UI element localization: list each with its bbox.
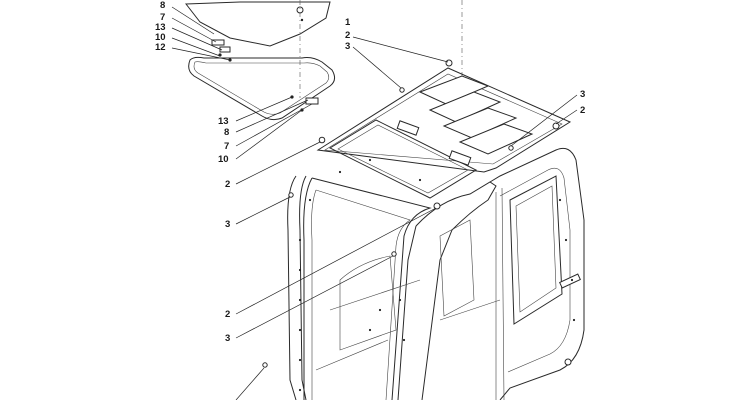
cab-hardware <box>262 59 560 368</box>
roof-panels <box>418 75 534 155</box>
callout-3-left: 3 <box>225 219 230 230</box>
callout-13-mid: 13 <box>218 116 229 127</box>
callout-8-mid: 8 <box>224 127 229 138</box>
cab-roof-outline <box>316 67 572 173</box>
washer-front-left <box>288 192 294 198</box>
callout-3-right: 3 <box>580 89 585 100</box>
washer-lower-left <box>262 362 268 368</box>
skylight-latch-a <box>396 120 420 136</box>
callout-10-top: 10 <box>155 32 166 43</box>
cab-roof-inner <box>324 73 563 165</box>
cab-frame <box>287 67 585 400</box>
cab-front-left-pillar <box>287 175 307 400</box>
callout-7-mid: 7 <box>224 141 229 152</box>
hatch-glass-panel <box>185 1 331 47</box>
callout-1: 1 <box>345 17 351 28</box>
roof-hatch-assembly <box>185 1 336 121</box>
callout-13-top: 13 <box>155 22 166 33</box>
bolt-front-left <box>318 136 326 144</box>
callout-10-mid: 10 <box>218 154 229 165</box>
callout-labels: 8 7 13 10 12 1 2 3 13 8 7 10 2 3 2 3 3 2 <box>155 0 585 344</box>
bolt-a-pillar <box>433 202 441 210</box>
callout-3-upper: 3 <box>345 41 350 52</box>
callout-8-top: 8 <box>160 0 165 11</box>
cab-interior-rear-wall <box>439 219 475 317</box>
cab-front-window-frame <box>303 177 432 400</box>
washer-roof-top <box>399 87 405 93</box>
cab-door-seal <box>495 187 505 400</box>
callout-2-right: 2 <box>580 105 585 116</box>
door-lock <box>564 358 572 366</box>
callout-12-top: 12 <box>155 42 166 53</box>
cab-skylight-inner <box>337 124 469 194</box>
callout-2-upper: 2 <box>345 30 350 41</box>
callout-7-top: 7 <box>160 12 165 23</box>
hatch-bracket-c <box>305 97 319 105</box>
bolt-rear-right <box>552 122 560 130</box>
cab-door-frame <box>489 147 585 400</box>
hatch-screw-a <box>218 53 222 57</box>
cab-a-pillar <box>397 181 497 400</box>
hatch-bracket-a <box>211 39 225 46</box>
skylight-latch-b <box>448 150 472 166</box>
leader-lines <box>171 6 578 400</box>
cab-front-window-inner <box>311 189 411 400</box>
washer-rear-right <box>508 145 514 151</box>
hatch-frame-inner <box>193 61 330 115</box>
cab-interior-panel <box>339 255 397 351</box>
cab-rivets <box>298 158 576 392</box>
bolt-roof-top <box>445 59 453 67</box>
cab-side-window-inner <box>515 185 557 313</box>
callout-3-lower: 3 <box>225 333 230 344</box>
washer-a-pillar <box>391 251 397 257</box>
hatch-hinge-pin <box>300 18 304 22</box>
hatch-frame <box>188 56 336 121</box>
cab-interior-floor <box>315 279 501 371</box>
callout-2-left: 2 <box>225 179 230 190</box>
cab-skylight-opening <box>328 119 478 199</box>
callout-2-lower: 2 <box>225 309 230 320</box>
door-handle <box>559 273 581 289</box>
cab-door-inner <box>499 167 571 373</box>
cab-side-window <box>509 175 563 325</box>
